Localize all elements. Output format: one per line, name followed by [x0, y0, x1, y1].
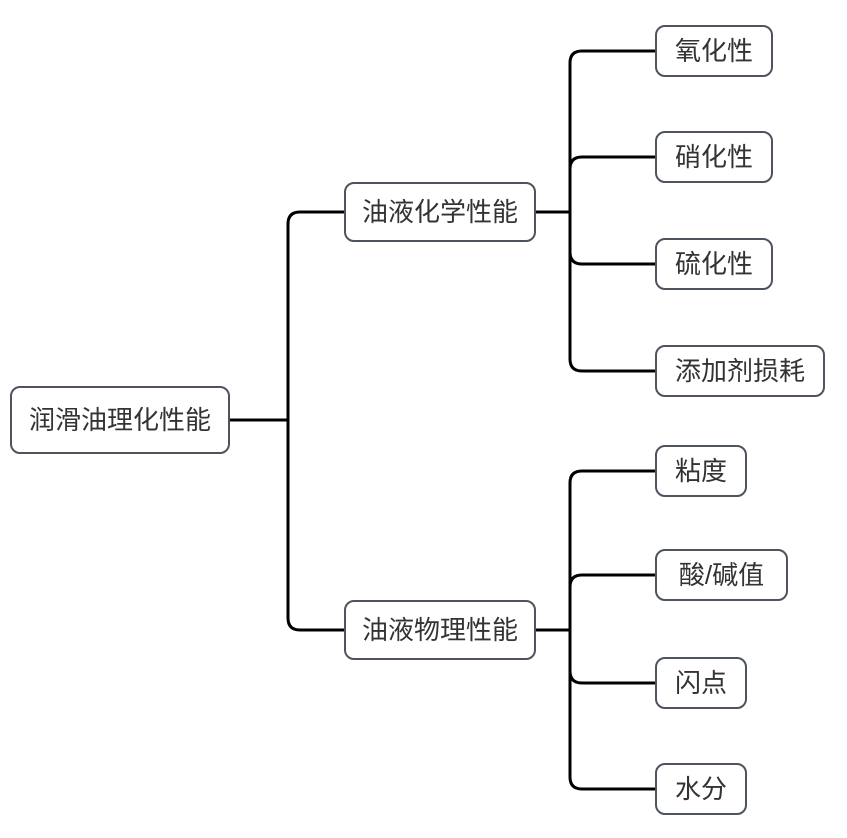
node-label: 酸/碱值 [678, 560, 765, 590]
connector-chemical-to-nitration [568, 155, 655, 212]
node-label: 闪点 [674, 668, 727, 698]
node-label: 油液物理性能 [361, 615, 518, 645]
node-leaf-sulfidation: 硫化性 [655, 238, 773, 290]
node-leaf-viscosity: 粘度 [655, 445, 747, 497]
node-label: 硫化性 [674, 249, 753, 279]
node-label: 润滑油理化性能 [28, 405, 211, 435]
node-label: 油液化学性能 [361, 197, 518, 227]
node-leaf-oxidation: 氧化性 [655, 25, 773, 77]
node-branch-physical-properties: 油液物理性能 [344, 600, 536, 660]
connector-root-to-physical [286, 420, 344, 632]
node-label: 水分 [674, 774, 727, 804]
connector-physical-to-viscosity [568, 469, 655, 630]
node-leaf-acid-base-value: 酸/碱值 [655, 549, 788, 601]
node-leaf-flash-point: 闪点 [655, 657, 747, 709]
connector-physical-to-flashpoint [568, 630, 655, 685]
node-leaf-nitration: 硝化性 [655, 131, 773, 183]
node-leaf-additive-depletion: 添加剂损耗 [655, 345, 825, 397]
node-leaf-water-content: 水分 [655, 763, 747, 815]
connector-chemical-to-sulfidation [568, 212, 655, 266]
node-label: 硝化性 [674, 142, 753, 172]
node-label: 粘度 [674, 456, 727, 486]
connector-physical-to-water [568, 630, 655, 791]
connector-physical-to-acidbase [568, 573, 655, 630]
node-root-lubricant-properties: 润滑油理化性能 [10, 386, 230, 454]
connector-chemical-to-oxidation [568, 49, 655, 212]
node-label: 氧化性 [674, 36, 753, 66]
connector-chemical-to-additive [568, 212, 655, 373]
connector-root-to-chemical [286, 210, 344, 420]
node-branch-chemical-properties: 油液化学性能 [344, 182, 536, 242]
node-label: 添加剂损耗 [674, 356, 805, 386]
